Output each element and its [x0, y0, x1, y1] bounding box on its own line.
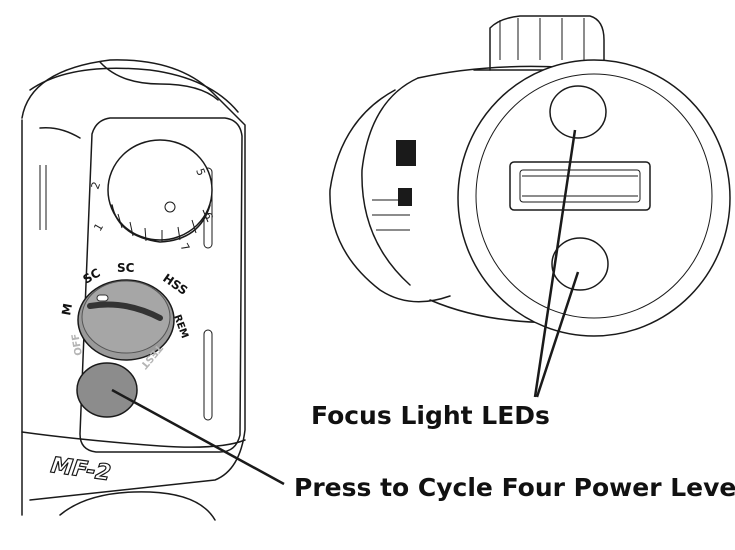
mode-label-off: OFF [70, 333, 85, 357]
leader-led-top [533, 129, 577, 398]
leader-lines [111, 129, 580, 486]
mf2-unit-illustration: 1 2 5 6 7 M SC SC HSS REM TEST OFF MF-2 [21, 59, 246, 521]
mode-label-hss: HSS [160, 271, 190, 298]
power-number-6: 6 [201, 211, 215, 220]
led-top [549, 85, 607, 139]
mode-label-sc: SC [81, 266, 103, 287]
power-number-2: 2 [89, 180, 104, 191]
model-label: MF-2 [49, 453, 112, 486]
led-bottom [551, 237, 609, 291]
mode-label-sc-2: SC [117, 261, 135, 275]
led-face-illustration [329, 15, 731, 337]
mode-selector-dial[interactable]: M SC SC HSS REM TEST OFF [59, 261, 190, 370]
power-cycle-button[interactable] [76, 362, 138, 418]
slot-window [509, 161, 651, 211]
power-number-7: 7 [177, 241, 192, 254]
callout-press-to-cycle: Press to Cycle Four Power Levels [294, 473, 735, 502]
power-number-1: 1 [91, 221, 106, 234]
leader-led-bottom [535, 271, 580, 398]
power-number-5: 5 [193, 167, 208, 178]
power-level-dial[interactable]: 1 2 5 6 7 [89, 139, 215, 254]
callout-focus-light-leds: Focus Light LEDs [311, 401, 550, 430]
mode-label-m: M [59, 302, 75, 316]
leader-power-button [111, 388, 285, 486]
